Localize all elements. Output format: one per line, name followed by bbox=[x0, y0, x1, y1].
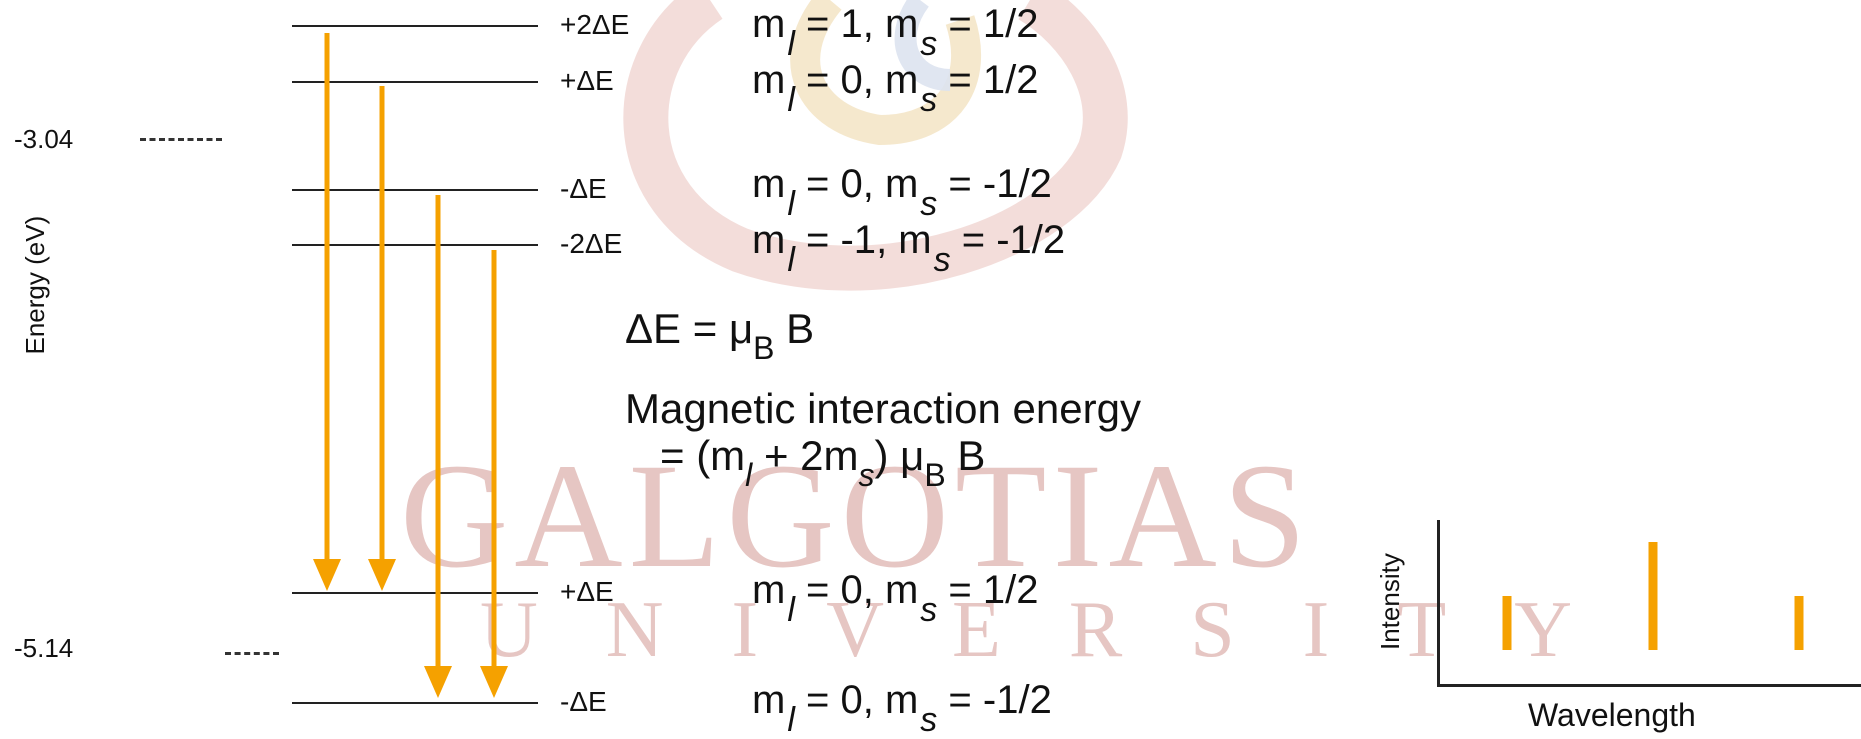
quantum-numbers-upper-1: ml = 1, ms = 1/2 bbox=[752, 2, 1039, 63]
spectrum-ylabel: Intensity bbox=[1375, 553, 1405, 650]
level-line-lower-2 bbox=[292, 702, 538, 704]
interaction-caption: Magnetic interaction energy bbox=[625, 385, 1141, 432]
level-line-upper-1 bbox=[292, 25, 538, 27]
axis-value-lower: -5.14 bbox=[14, 633, 74, 663]
transition-arrow-3 bbox=[424, 195, 452, 698]
quantum-numbers-lower-1: ml = 0, ms = 1/2 bbox=[752, 568, 1039, 629]
delta-e-equation: ΔE = μB B bbox=[625, 305, 815, 366]
shift-label-upper-4: -2ΔE bbox=[560, 228, 623, 259]
watermark-name: GALGOTIAS bbox=[400, 433, 1313, 599]
transition-arrow-2 bbox=[368, 86, 396, 591]
level-line-upper-4 bbox=[292, 244, 538, 246]
spectrum-y-axis bbox=[1437, 520, 1440, 687]
quantum-numbers-lower-2: ml = 0, ms = -1/2 bbox=[752, 678, 1052, 739]
level-line-upper-2 bbox=[292, 81, 538, 83]
axis-tick-upper bbox=[140, 138, 222, 141]
spectrum-xlabel: Wavelength bbox=[1528, 697, 1696, 733]
level-line-lower-1 bbox=[292, 592, 538, 594]
watermark-logo bbox=[623, 0, 1128, 291]
shift-label-upper-2: +ΔE bbox=[560, 65, 614, 96]
axis-tick-lower bbox=[225, 652, 279, 655]
shift-label-lower-1: +ΔE bbox=[560, 576, 614, 607]
shift-label-lower-2: -ΔE bbox=[560, 686, 607, 717]
transition-arrow-4 bbox=[480, 250, 508, 698]
interaction-formula: = (ml + 2ms) μB B bbox=[660, 432, 986, 493]
watermark-subtitle: UNIVERSITY bbox=[480, 586, 1640, 674]
shift-label-upper-3: -ΔE bbox=[560, 173, 607, 204]
axis-value-upper: -3.04 bbox=[14, 124, 74, 154]
spectrum-x-axis bbox=[1437, 684, 1861, 687]
shift-label-upper-1: +2ΔE bbox=[560, 9, 630, 40]
level-line-upper-3 bbox=[292, 189, 538, 191]
spectrum-lines bbox=[1502, 542, 1804, 650]
quantum-numbers-upper-2: ml = 0, ms = 1/2 bbox=[752, 58, 1039, 119]
quantum-numbers-upper-3: ml = 0, ms = -1/2 bbox=[752, 162, 1052, 223]
quantum-numbers-upper-4: ml = -1, ms = -1/2 bbox=[752, 218, 1066, 279]
transition-arrow-1 bbox=[313, 33, 341, 591]
